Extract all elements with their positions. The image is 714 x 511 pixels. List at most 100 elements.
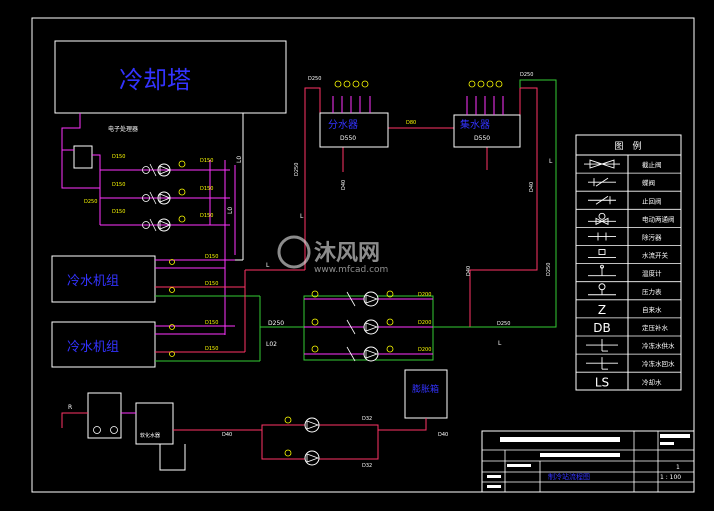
return-header-size: D550 [474, 135, 490, 142]
pipe-size-label: D80 [406, 120, 416, 126]
water-treatment-label: 电子处理器 [108, 125, 138, 133]
pipe-code-label: R [68, 404, 72, 411]
supply-symbol-icon [586, 339, 618, 352]
pipe-size-label: D150 [205, 254, 218, 260]
chw-pump-3 [311, 345, 394, 362]
pipe-size-label: D250 [84, 199, 97, 205]
title-block: 制冷站流程图 1 : 100 1 [481, 430, 695, 493]
legend-label: 冷冻水供水 [642, 341, 675, 350]
makeup-pump-loop [261, 424, 379, 460]
sheet-number: 1 [676, 464, 680, 471]
expansion-tank-label: 膨胀箱 [412, 383, 439, 395]
pipe-size-label: D150 [112, 154, 125, 160]
motorized-valve-icon [588, 212, 616, 226]
legend-label: 冷冻水回水 [642, 359, 675, 368]
chiller-1-label: 冷水机组 [67, 274, 119, 289]
pressure-gauge-icon [588, 283, 616, 296]
return-header: 集水器 D550 [453, 114, 521, 148]
cooling-pump-size-labels: D150 D150 D150 D150 D150 D150 D250 [84, 154, 213, 219]
pipe-size-label: D250 [268, 320, 284, 327]
legend-label: 自来水 [642, 305, 662, 314]
supply-header-size: D550 [340, 135, 356, 142]
check-valve-icon [584, 159, 620, 169]
legend-code: Z [598, 303, 606, 317]
pipe-size-label: D200 [418, 320, 431, 326]
supply-header-label: 分水器 [328, 119, 358, 131]
pipe-size-label: D200 [418, 292, 431, 298]
pipe-size-label: D250 [308, 76, 321, 82]
drawing-scale: 1 : 100 [660, 474, 681, 481]
supply-header: 分水器 D550 [319, 112, 389, 148]
legend-label: 除污器 [642, 232, 662, 241]
cooling-tower-label: 冷却塔 [119, 66, 191, 94]
filter-icon [588, 232, 616, 241]
drawing-name: 制冷站流程图 [548, 472, 590, 481]
pipe-size-label: D250 [546, 263, 552, 276]
gauge-icon [178, 160, 186, 168]
chw-pump-2 [311, 318, 394, 335]
gauge-icon [178, 215, 186, 223]
pipe-size-label: D250 [497, 321, 510, 327]
chiller-size-labels: D150 D150 D150 D150 [205, 254, 218, 352]
makeup-tank: 软化水器 [135, 402, 174, 445]
cooling-pump-row-1 [142, 160, 186, 177]
legend-label: 压力表 [642, 287, 662, 296]
tower-piping [61, 113, 236, 335]
db-symbol-icon: DB [593, 321, 610, 335]
makeup-pumps [284, 416, 320, 466]
pipe-size-label: D150 [200, 158, 213, 164]
ls-symbol-icon: LS [595, 375, 609, 389]
chiller-branch-gauges [169, 259, 175, 357]
legend-label: 定压补水 [642, 323, 669, 332]
legend-label: 截止阀 [642, 160, 662, 169]
pipe-code-label: L0 [227, 207, 234, 214]
pipe-size-label: D150 [205, 320, 218, 326]
pipe-code-label: L0 [236, 156, 243, 163]
pipe-size-label: D40 [529, 182, 535, 192]
pipe-code-label: L [266, 262, 270, 269]
softener [87, 392, 122, 439]
pipe-code-label: L [549, 158, 553, 165]
water-treatment-box [73, 145, 93, 169]
expansion-tank: 膨胀箱 [404, 369, 448, 419]
city-water-pipe [61, 412, 88, 428]
pipe-size-label: D40 [466, 266, 472, 276]
chiller-2-label: 冷水机组 [67, 340, 119, 355]
pipe-size-label: D150 [112, 209, 125, 215]
legend-title: 图 例 [614, 140, 641, 152]
flow-switch-icon [588, 249, 616, 258]
pipe-size-label: D250 [520, 72, 533, 78]
pipe-size-label: D150 [205, 281, 218, 287]
pipe-size-label: D250 [294, 163, 300, 176]
pipe-size-label: D150 [205, 346, 218, 352]
cooling-pump-row-3 [142, 215, 186, 232]
drawing-frame [31, 17, 695, 493]
pipe-size-label: D150 [200, 213, 213, 219]
pipe-code-label: L [498, 340, 502, 347]
stop-valve-icon [588, 195, 616, 205]
pipe-size-label: D40 [222, 432, 232, 438]
chw-pump-1 [311, 290, 394, 307]
return-symbol-icon [586, 357, 618, 370]
legend-label: 冷却水 [642, 377, 662, 386]
legend-label: 蝶阀 [642, 178, 655, 187]
header-outlets [332, 96, 504, 115]
cooling-tower: 冷却塔 [54, 40, 287, 114]
header-piping [304, 79, 557, 328]
chiller-2: 冷水机组 [51, 321, 156, 368]
legend-label: 水流开关 [642, 251, 669, 260]
pipe-size-label: D150 [112, 182, 125, 188]
softener-label: 软化水器 [140, 432, 160, 439]
tank-pipe [378, 418, 427, 431]
gate-valve-icon [588, 177, 616, 187]
header-gauges [334, 80, 503, 88]
legend-code: DB [593, 321, 610, 335]
legend-label: 电动两通阀 [642, 214, 675, 223]
makeup-drain [159, 444, 186, 471]
cooling-pump-row-2 [142, 188, 186, 205]
chiller-1: 冷水机组 [51, 255, 156, 303]
thermometer-icon [588, 264, 616, 277]
